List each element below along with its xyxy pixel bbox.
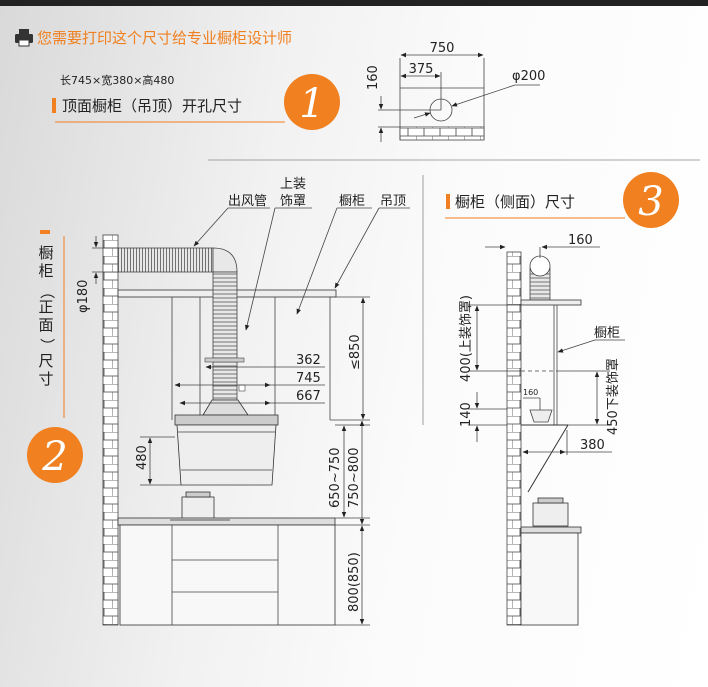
label-upper-cover-1: 上装 xyxy=(280,177,306,192)
dim-140: 140 xyxy=(459,402,474,427)
dimensions-note: 长745×宽380×高480 xyxy=(60,73,174,87)
svg-text:尺: 尺 xyxy=(38,352,53,370)
label-duct: 出风管 xyxy=(228,194,267,209)
svg-text:正: 正 xyxy=(38,298,53,316)
section3-title: 橱柜（侧面）尺寸 xyxy=(455,193,575,211)
section1-number-badge: 1 xyxy=(284,74,340,130)
dim-650-750: 650~750 xyxy=(328,447,343,508)
dim-duct-diameter: φ180 xyxy=(76,280,91,313)
svg-text:柜: 柜 xyxy=(38,262,53,280)
front-view-drawing xyxy=(92,207,410,626)
dim-745: 745 xyxy=(296,371,321,386)
top-strip xyxy=(0,0,708,6)
side-view-drawing xyxy=(468,244,625,626)
dim-667: 667 xyxy=(296,389,321,404)
top-view-drawing xyxy=(378,52,540,142)
svg-text:橱: 橱 xyxy=(38,244,53,262)
section1-bar xyxy=(52,98,56,113)
dim-max850: ≤850 xyxy=(348,334,363,370)
label-cabinet-side: 橱柜 xyxy=(594,326,620,341)
label-upper-cover-2: 饰罩 xyxy=(280,194,306,209)
svg-text:寸: 寸 xyxy=(38,370,53,388)
section3-bar xyxy=(446,194,450,209)
header-title: 您需要打印这个尺寸给专业橱柜设计师 xyxy=(37,29,292,47)
section2-bar xyxy=(40,230,50,234)
printer-icon[interactable] xyxy=(15,29,33,47)
dim-750-800: 750~800 xyxy=(347,447,362,508)
dim-side-160: 160 xyxy=(568,233,593,248)
dim-380: 380 xyxy=(580,438,605,453)
dim-750: 750 xyxy=(430,41,455,56)
label-ceiling: 吊顶 xyxy=(380,194,406,209)
dim-375: 375 xyxy=(409,62,434,77)
label-cabinet-front: 橱柜 xyxy=(339,194,365,209)
dim-upper-400: 400(上装饰罩) xyxy=(459,295,474,382)
svg-text:2: 2 xyxy=(41,434,67,480)
section1-title: 顶面橱柜（吊顶）开孔尺寸 xyxy=(62,97,242,115)
svg-text:）: ） xyxy=(38,338,56,353)
dim-362: 362 xyxy=(296,353,321,368)
dim-hole-diameter: φ200 xyxy=(512,69,545,84)
dim-480: 480 xyxy=(135,445,150,470)
section2-title: 橱 柜 （ 正 面 ） 尺 寸 xyxy=(38,244,56,388)
svg-text:3: 3 xyxy=(638,179,663,225)
svg-text:1: 1 xyxy=(299,81,324,127)
dim-800-850: 800(850) xyxy=(347,552,362,612)
svg-text:面: 面 xyxy=(38,316,53,334)
section3-number-badge: 3 xyxy=(623,172,679,228)
svg-text:（: （ xyxy=(38,284,56,299)
dim-160-top: 160 xyxy=(366,65,381,90)
dim-small-160: 160 xyxy=(523,388,538,397)
section2-number-badge: 2 xyxy=(27,427,83,483)
dim-lower-450: 450下装饰罩 xyxy=(606,358,621,435)
